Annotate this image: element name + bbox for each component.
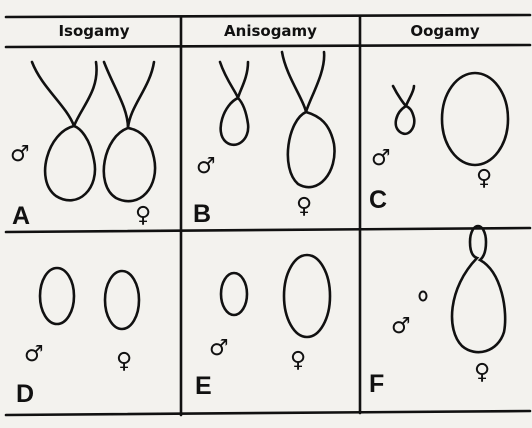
panel-letter-c: C <box>369 188 387 213</box>
female-symbol-c: ♀ <box>476 168 492 190</box>
header-anisogamy: Anisogamy <box>182 20 359 42</box>
gamete-b-female <box>282 52 335 187</box>
top-rule <box>6 15 530 17</box>
gamete-d-male <box>40 268 74 324</box>
male-symbol-f: ♂ <box>391 316 411 338</box>
female-symbol-a: ♀ <box>135 205 151 227</box>
header-rule <box>6 45 530 47</box>
male-symbol-b: ♂ <box>196 156 216 178</box>
header-isogamy: Isogamy <box>8 20 180 42</box>
gamete-f-female <box>452 226 505 352</box>
panel-letter-e: E <box>195 374 212 399</box>
female-symbol-f: ♀ <box>474 362 490 384</box>
middle-rule <box>6 228 530 232</box>
female-symbol-b: ♀ <box>296 196 312 218</box>
female-symbol-e: ♀ <box>290 350 306 372</box>
gamete-c-female <box>442 73 508 165</box>
panel-letter-b: B <box>193 202 211 227</box>
female-symbol-d: ♀ <box>116 351 132 373</box>
gamete-e-male <box>221 273 247 315</box>
panel-letter-a: A <box>12 204 30 229</box>
gamete-d-female <box>105 271 139 329</box>
male-symbol-a: ♂ <box>10 144 30 166</box>
gamete-a-female <box>104 62 155 201</box>
panel-letter-d: D <box>16 382 34 407</box>
gamete-f-male <box>420 292 427 301</box>
male-symbol-d: ♂ <box>24 344 44 366</box>
gamete-a-male <box>32 62 97 200</box>
male-symbol-c: ♂ <box>371 148 391 170</box>
male-symbol-e: ♂ <box>209 338 229 360</box>
header-oogamy: Oogamy <box>361 20 529 42</box>
gamete-b-male <box>220 62 248 145</box>
gamete-c-male <box>393 86 414 134</box>
bottom-rule <box>6 411 530 415</box>
panel-letter-f: F <box>369 372 384 397</box>
gamete-e-female <box>284 255 330 337</box>
